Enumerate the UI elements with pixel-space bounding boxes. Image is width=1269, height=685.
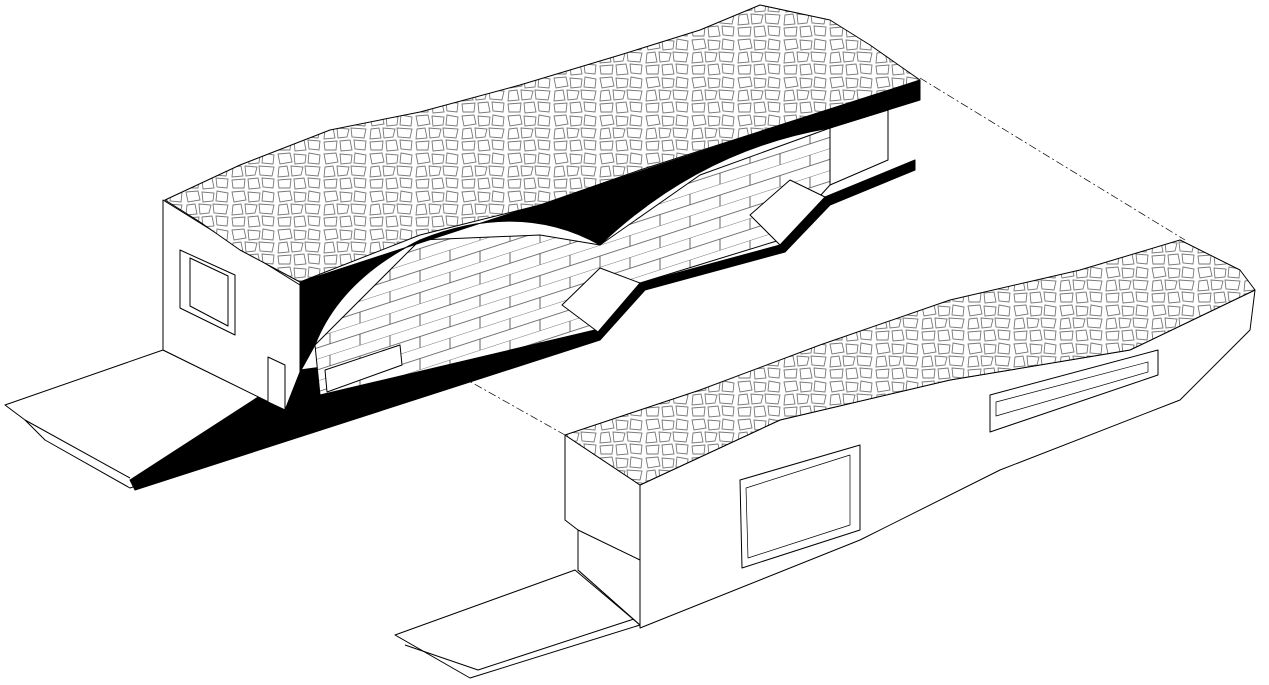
bench bbox=[324, 344, 403, 393]
left-building bbox=[4, 4, 921, 491]
dashed-guide-line bbox=[919, 77, 1186, 241]
dashed-guide-line bbox=[404, 344, 566, 436]
interior-floor bbox=[129, 159, 916, 491]
long-window-inner bbox=[995, 361, 1149, 417]
door bbox=[267, 356, 286, 411]
stone-roof-left bbox=[164, 4, 921, 283]
window bbox=[179, 249, 236, 336]
window-inner bbox=[189, 257, 229, 327]
right-building bbox=[394, 239, 1256, 679]
stone-roof-right bbox=[564, 239, 1256, 486]
large-window bbox=[739, 444, 861, 569]
large-window-inner bbox=[745, 454, 851, 559]
roof-section-solid bbox=[299, 79, 921, 373]
platform-steps-right bbox=[404, 616, 641, 671]
stair-left bbox=[561, 267, 641, 333]
stair-right bbox=[749, 179, 826, 246]
platform-steps bbox=[24, 419, 131, 479]
